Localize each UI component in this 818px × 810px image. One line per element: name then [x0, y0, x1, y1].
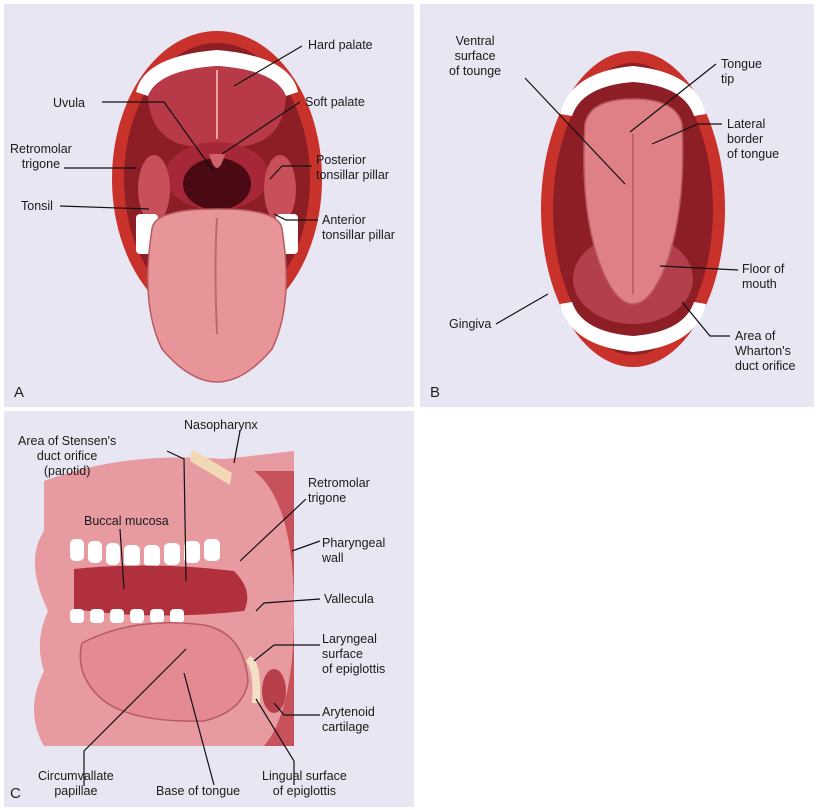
panel-letter-a: A — [14, 384, 24, 401]
label-buccal-mucosa: Buccal mucosa — [84, 514, 169, 529]
label-tonsil: Tonsil — [21, 199, 53, 214]
label-vallecula: Vallecula — [324, 592, 374, 607]
label-ventral-surface: Ventral surface of tounge — [449, 34, 501, 79]
open-mouth-palate-illustration — [4, 4, 414, 407]
label-lateral-border: Lateral border of tongue — [727, 117, 779, 162]
panel-b: Ventral surface of tounge Tongue tip Lat… — [420, 4, 814, 407]
label-soft-palate: Soft palate — [305, 95, 365, 110]
label-retromolar-trigone-a: Retromolar trigone — [10, 142, 72, 172]
label-retromolar-trigone-c: Retromolar trigone — [308, 476, 370, 506]
label-stensens-duct: Area of Stensen's duct orifice (parotid) — [18, 434, 116, 479]
oral-cavity — [74, 565, 247, 615]
panel-letter-c: C — [10, 785, 21, 802]
panel-letter-b: B — [430, 384, 440, 401]
right-tonsil — [264, 155, 296, 223]
panel-c: Nasopharynx Area of Stensen's duct orifi… — [4, 411, 414, 807]
label-hard-palate: Hard palate — [308, 38, 373, 53]
label-circumvallate-papillae: Circumvallate papillae — [38, 769, 114, 799]
label-pharyngeal-wall: Pharyngeal wall — [322, 536, 385, 566]
label-base-of-tongue: Base of tongue — [156, 784, 240, 799]
label-whartons-duct: Area of Wharton's duct orifice — [735, 329, 795, 374]
label-gingiva: Gingiva — [449, 317, 491, 332]
label-nasopharynx: Nasopharynx — [184, 418, 258, 433]
left-tonsil — [138, 155, 170, 223]
label-floor-of-mouth: Floor of mouth — [742, 262, 784, 292]
label-laryngeal-surface: Laryngeal surface of epiglottis — [322, 632, 385, 677]
label-arytenoid-cartilage: Arytenoid cartilage — [322, 705, 375, 735]
label-anterior-tonsillar-pillar: Anterior tonsillar pillar — [322, 213, 395, 243]
label-tongue-tip: Tongue tip — [721, 57, 762, 87]
arytenoid-region — [262, 669, 286, 713]
panel-a: Hard palate Uvula Soft palate Retromolar… — [4, 4, 414, 407]
label-posterior-tonsillar-pillar: Posterior tonsillar pillar — [316, 153, 389, 183]
label-lingual-surface: Lingual surface of epiglottis — [262, 769, 347, 799]
label-uvula: Uvula — [53, 96, 85, 111]
